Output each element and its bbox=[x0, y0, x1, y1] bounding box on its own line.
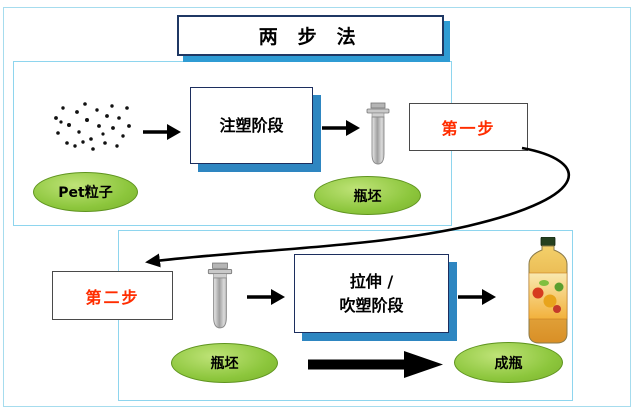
blow-stage-label-line2: 吹塑阶段 bbox=[339, 295, 404, 315]
preform-label-ellipse-step1: 瓶坯 bbox=[314, 176, 421, 215]
step1-badge: 第一步 bbox=[409, 103, 528, 151]
step2-badge: 第二步 bbox=[52, 271, 173, 320]
step2-badge-label: 第二步 bbox=[85, 287, 140, 307]
finished-bottle-label-ellipse: 成瓶 bbox=[454, 342, 563, 383]
blow-stage-box: 拉伸 / 吹塑阶段 bbox=[294, 254, 449, 333]
diagram-outer-border bbox=[3, 7, 631, 407]
blow-stage-label-line1: 拉伸 / bbox=[349, 271, 394, 291]
preform-label-ellipse-step2: 瓶坯 bbox=[171, 343, 278, 383]
finished-bottle-icon bbox=[528, 237, 568, 344]
injection-stage-label: 注塑阶段 bbox=[219, 115, 284, 135]
pet-particles-label: Pet粒子 bbox=[58, 185, 113, 201]
arrow-right-icon bbox=[247, 289, 285, 305]
arrow-right-icon bbox=[143, 124, 181, 140]
step1-badge-label: 第一步 bbox=[441, 119, 496, 138]
preform-label-step2: 瓶坯 bbox=[210, 356, 239, 372]
arrow-right-icon bbox=[458, 289, 496, 305]
pet-particles-icon bbox=[54, 102, 131, 151]
preform-label-step1: 瓶坯 bbox=[353, 188, 382, 205]
bottle-preform-icon bbox=[366, 102, 390, 165]
bottle-preform-icon bbox=[207, 262, 233, 329]
arrow-right-icon bbox=[322, 120, 360, 136]
diagram-title-box: 两 步 法 bbox=[177, 15, 444, 56]
diagram-title: 两 步 法 bbox=[258, 26, 363, 48]
pet-particles-label-ellipse: Pet粒子 bbox=[33, 172, 138, 212]
finished-bottle-label: 成瓶 bbox=[494, 355, 523, 372]
thick-arrow-right-icon bbox=[308, 351, 443, 378]
injection-stage-box: 注塑阶段 bbox=[190, 87, 313, 164]
